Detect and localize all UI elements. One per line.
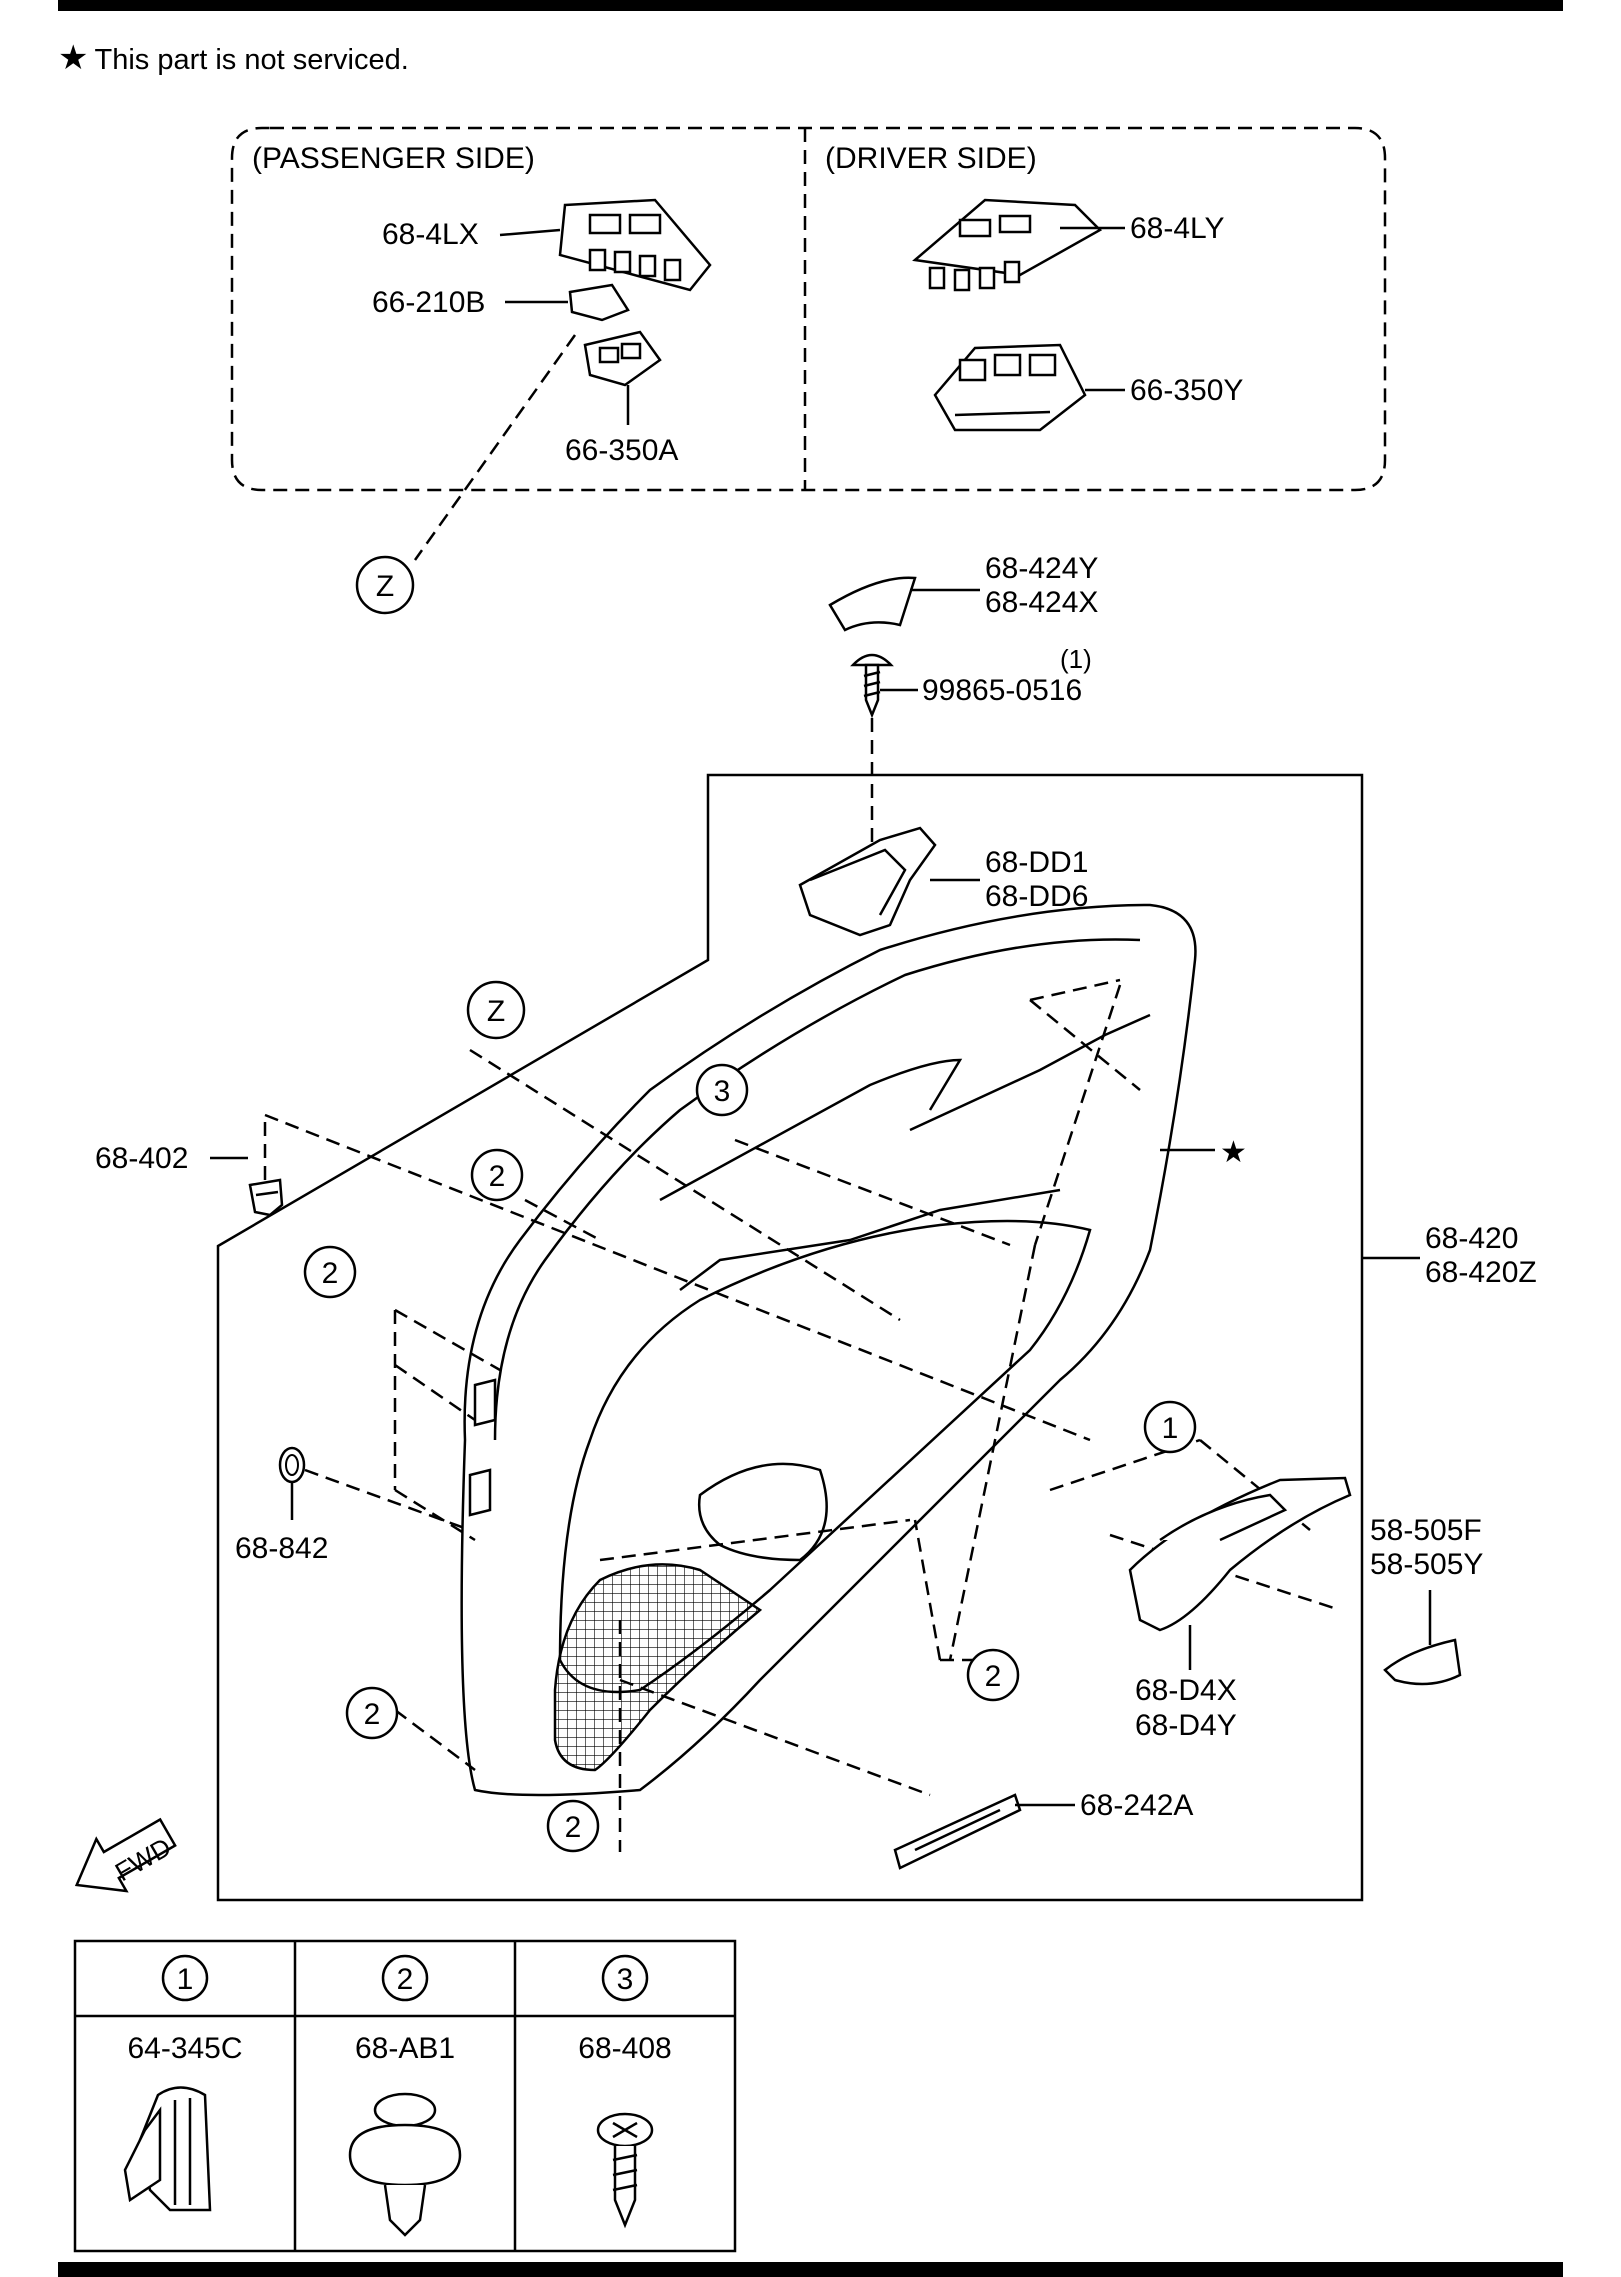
passenger-switch-small xyxy=(568,283,630,322)
svg-text:2: 2 xyxy=(397,1963,414,1996)
top-border xyxy=(58,0,1563,11)
clip-68-ab1-drawing xyxy=(348,2092,462,2237)
main-frame xyxy=(216,773,1364,1902)
star-icon: ★ xyxy=(58,39,89,77)
label-66-350y: 66-350Y xyxy=(1130,374,1243,407)
fastener-legend-table xyxy=(73,1939,737,2253)
inner-handle xyxy=(798,826,937,937)
label-68-242a: 68-242A xyxy=(1080,1789,1193,1822)
clip-64-345c-drawing xyxy=(123,2086,212,2212)
bottom-border xyxy=(58,2262,1563,2277)
callout-2-a: 2 xyxy=(470,1148,524,1202)
label-68-4lx: 68-4LX xyxy=(382,218,479,251)
label-99865-0516: 99865-0516 xyxy=(922,674,1082,707)
switch-inset xyxy=(230,126,1387,492)
label-68-d4y: 68-D4Y xyxy=(1135,1709,1237,1742)
callout-1: 1 xyxy=(1143,1400,1197,1454)
callout-2-b: 2 xyxy=(303,1245,357,1299)
driver-side-title: (DRIVER SIDE) xyxy=(825,142,1037,175)
screw-68-408-drawing xyxy=(596,2112,654,2229)
svg-text:2: 2 xyxy=(322,1257,339,1290)
screw-99865 xyxy=(850,653,894,719)
note-text: This part is not serviced. xyxy=(94,44,409,76)
label-68-424x: 68-424X xyxy=(985,586,1098,619)
label-68-dd1: 68-DD1 xyxy=(985,846,1088,879)
fwd-arrow xyxy=(74,1817,177,1893)
legend-header-3: 3 xyxy=(601,1954,649,2002)
clip-leaders xyxy=(393,978,1341,1852)
passenger-switch-panel xyxy=(558,198,712,292)
label-68-420z: 68-420Z xyxy=(1425,1256,1537,1289)
legend-part-68-408: 68-408 xyxy=(578,2032,671,2065)
not-serviced-star-marker: ★ xyxy=(1220,1136,1247,1169)
label-68-d4x: 68-D4X xyxy=(1135,1674,1237,1707)
bracket-58-505 xyxy=(1383,1638,1462,1686)
label-66-210b: 66-210B xyxy=(372,286,485,319)
label-68-420: 68-420 xyxy=(1425,1222,1518,1255)
label-68-842: 68-842 xyxy=(235,1532,328,1565)
clip-68-402 xyxy=(248,1178,284,1217)
reflector-68-242a xyxy=(893,1793,1022,1870)
label-68-402: 68-402 xyxy=(95,1142,188,1175)
svg-text:1: 1 xyxy=(177,1963,194,1996)
not-serviced-note: ★This part is not serviced. xyxy=(58,38,409,78)
door-pocket xyxy=(1128,1476,1352,1632)
svg-text:2: 2 xyxy=(364,1698,381,1731)
z-callout-top-text: Z xyxy=(376,570,394,603)
callout-2-e: 2 xyxy=(546,1799,600,1853)
callout-2-c: 2 xyxy=(966,1648,1020,1702)
grip-cover xyxy=(828,576,917,632)
svg-text:2: 2 xyxy=(565,1811,582,1844)
legend-header-2: 2 xyxy=(381,1954,429,2002)
screw-quantity: (1) xyxy=(1060,644,1092,674)
callout-3: 3 xyxy=(695,1063,749,1117)
speaker-grille xyxy=(553,1563,763,1772)
svg-text:2: 2 xyxy=(489,1160,506,1193)
legend-part-68-ab1: 68-AB1 xyxy=(355,2032,455,2065)
label-66-350a: 66-350A xyxy=(565,434,678,467)
label-68-4ly: 68-4LY xyxy=(1130,212,1225,245)
svg-text:3: 3 xyxy=(617,1963,634,1996)
passenger-side-title: (PASSENGER SIDE) xyxy=(252,142,535,175)
z-callout-main-text: Z xyxy=(487,995,505,1028)
label-68-dd6: 68-DD6 xyxy=(985,880,1088,913)
z-callout-main xyxy=(466,980,526,1040)
z-callout-top xyxy=(355,555,415,615)
legend-part-64-345c: 64-345C xyxy=(127,2032,242,2065)
passenger-switch-body xyxy=(583,330,662,387)
svg-text:3: 3 xyxy=(714,1075,731,1108)
label-58-505y: 58-505Y xyxy=(1370,1548,1483,1581)
plug-68-842 xyxy=(278,1446,306,1484)
label-68-424y: 68-424Y xyxy=(985,552,1098,585)
legend-header-1: 1 xyxy=(161,1954,209,2002)
driver-switch-panel xyxy=(912,198,1103,292)
label-58-505f: 58-505F xyxy=(1370,1514,1482,1547)
svg-text:1: 1 xyxy=(1162,1412,1179,1445)
svg-text:2: 2 xyxy=(985,1660,1002,1693)
driver-switch-body xyxy=(933,343,1087,432)
callout-2-d: 2 xyxy=(345,1686,399,1740)
